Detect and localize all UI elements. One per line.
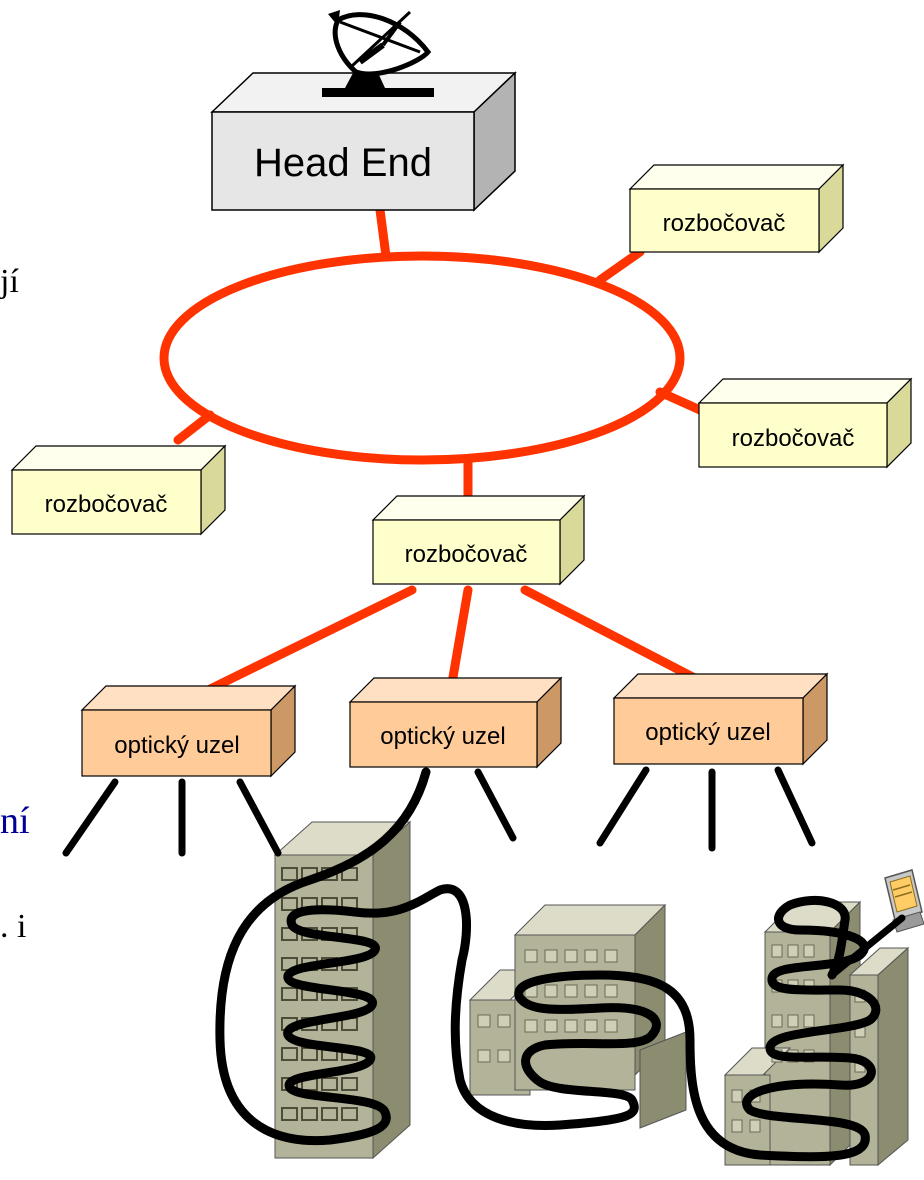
coax-drop bbox=[596, 766, 650, 847]
fiber-ring bbox=[159, 251, 685, 465]
link-splitter-node-left bbox=[193, 585, 417, 700]
optical-node-label: optický uzel bbox=[380, 723, 505, 750]
splitter-top-right: rozbočovač bbox=[628, 163, 845, 254]
splitter-left: rozbočovač bbox=[10, 444, 227, 536]
building-right bbox=[723, 900, 910, 1167]
computer-icon bbox=[884, 869, 924, 933]
splitter-label: rozbočovač bbox=[45, 491, 168, 518]
splitter-label: rozbočovač bbox=[405, 541, 528, 568]
link-ring-splitter-top-right bbox=[595, 247, 645, 285]
building-middle bbox=[468, 903, 687, 1129]
text-fragment-1: jí bbox=[0, 263, 19, 300]
text-fragment-3: . i bbox=[0, 908, 26, 945]
satellite-dish-icon bbox=[322, 10, 434, 97]
splitter-center: rozbočovač bbox=[371, 494, 586, 586]
optical-node-left: optický uzel bbox=[80, 684, 297, 778]
link-splitter-node-right bbox=[520, 585, 715, 691]
text-fragment-2: ní bbox=[0, 800, 30, 842]
splitter-label: rozbočovač bbox=[663, 210, 786, 237]
link-ring-splitter-left bbox=[173, 410, 215, 445]
coax-drop bbox=[774, 766, 816, 847]
optical-node-center: optický uzel bbox=[348, 676, 563, 769]
head-end-label: Head End bbox=[254, 141, 432, 185]
optical-node-right: optický uzel bbox=[612, 672, 829, 766]
link-ring-splitter-right bbox=[655, 387, 705, 415]
coax-drops bbox=[62, 766, 906, 979]
coax-cable-meander bbox=[215, 767, 881, 1162]
link-headend-ring bbox=[375, 205, 391, 261]
coax-drop bbox=[236, 778, 282, 857]
splitter-label: rozbočovač bbox=[732, 425, 855, 452]
fiber-network bbox=[159, 205, 715, 700]
link-splitter-node-center bbox=[447, 585, 473, 688]
coax-drop bbox=[474, 768, 517, 842]
optical-node-label: optický uzel bbox=[645, 719, 770, 746]
optical-node-label: optický uzel bbox=[114, 732, 239, 759]
splitter-right: rozbočovač bbox=[697, 377, 913, 469]
coax-drop bbox=[62, 778, 119, 857]
